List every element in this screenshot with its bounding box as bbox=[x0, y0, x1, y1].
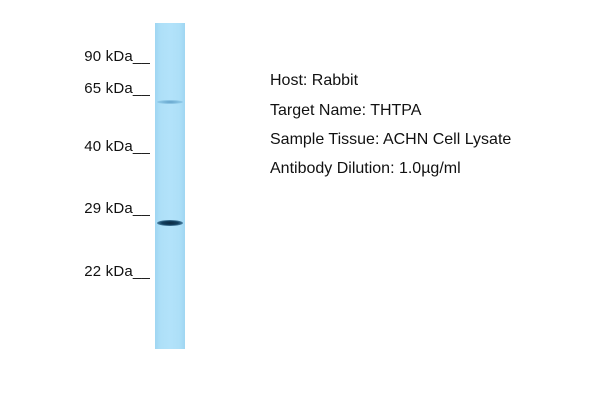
marker-90-kda: 90 kDa__ bbox=[84, 48, 150, 65]
host-label: Host: Rabbit bbox=[270, 72, 359, 89]
target-band bbox=[157, 220, 183, 226]
faint-band bbox=[157, 100, 183, 104]
marker-22-kda: 22 kDa__ bbox=[84, 263, 150, 280]
marker-65-kda: 65 kDa__ bbox=[84, 80, 150, 97]
blot-lane bbox=[155, 23, 185, 349]
antibody-dilution-label: Antibody Dilution: 1.0µg/ml bbox=[270, 160, 461, 177]
marker-29-kda: 29 kDa__ bbox=[84, 200, 150, 217]
marker-40-kda: 40 kDa__ bbox=[84, 138, 150, 155]
sample-tissue-label: Sample Tissue: ACHN Cell Lysate bbox=[270, 131, 512, 148]
target-name-label: Target Name: THTPA bbox=[270, 102, 422, 119]
